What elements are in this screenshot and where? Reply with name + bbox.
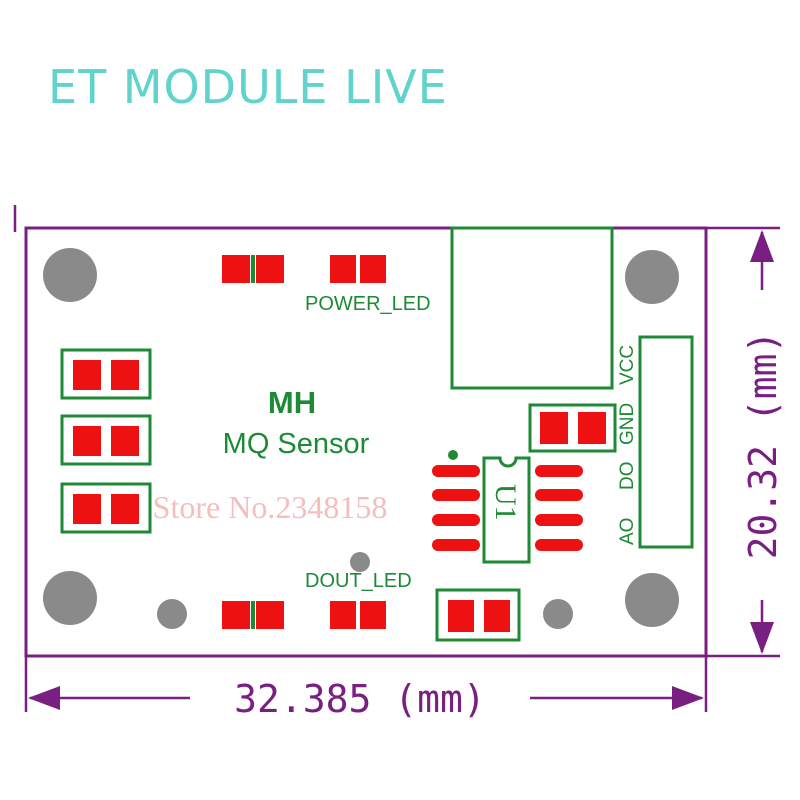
pin-labels: AO DO GND VCC — [617, 345, 638, 545]
dout-led-footprint — [222, 601, 386, 629]
width-dimension-label: 32.385 (mm) — [234, 677, 486, 721]
via-hole — [350, 552, 370, 572]
capacitor-footprint — [435, 588, 521, 642]
ic-u1-label: U1 — [489, 484, 522, 521]
dout-led-label: DOUT_LED — [305, 570, 412, 592]
sensor-footprint — [450, 226, 614, 390]
mounting-hole — [625, 250, 679, 304]
pin-label-gnd: GND — [617, 403, 638, 445]
height-dimension-label: 20.32 (mm) — [741, 331, 785, 560]
mounting-hole — [43, 248, 97, 302]
ic-u1-footprint — [432, 450, 583, 564]
via-hole — [157, 599, 187, 629]
pin-label-vcc: VCC — [617, 345, 638, 385]
board-name: MH — [268, 385, 316, 420]
pin-header — [638, 335, 694, 549]
via-hole — [543, 599, 573, 629]
mounting-hole — [625, 573, 679, 627]
page-title: ET MODULE LIVE — [48, 60, 448, 114]
power-led-label: POWER_LED — [305, 293, 431, 315]
board-subtitle: MQ Sensor — [223, 428, 370, 460]
left-pad-group — [60, 348, 152, 534]
resistor-footprint — [528, 403, 617, 453]
pin-label-do: DO — [617, 462, 638, 491]
height-label-bg — [742, 290, 784, 600]
store-watermark: Store No.2348158 — [153, 489, 388, 525]
pin-label-ao: AO — [617, 518, 638, 545]
mounting-holes — [43, 248, 679, 629]
board-outline — [24, 226, 708, 658]
power-led-footprint — [222, 255, 386, 283]
width-label-bg — [190, 676, 530, 718]
mounting-hole — [43, 571, 97, 625]
